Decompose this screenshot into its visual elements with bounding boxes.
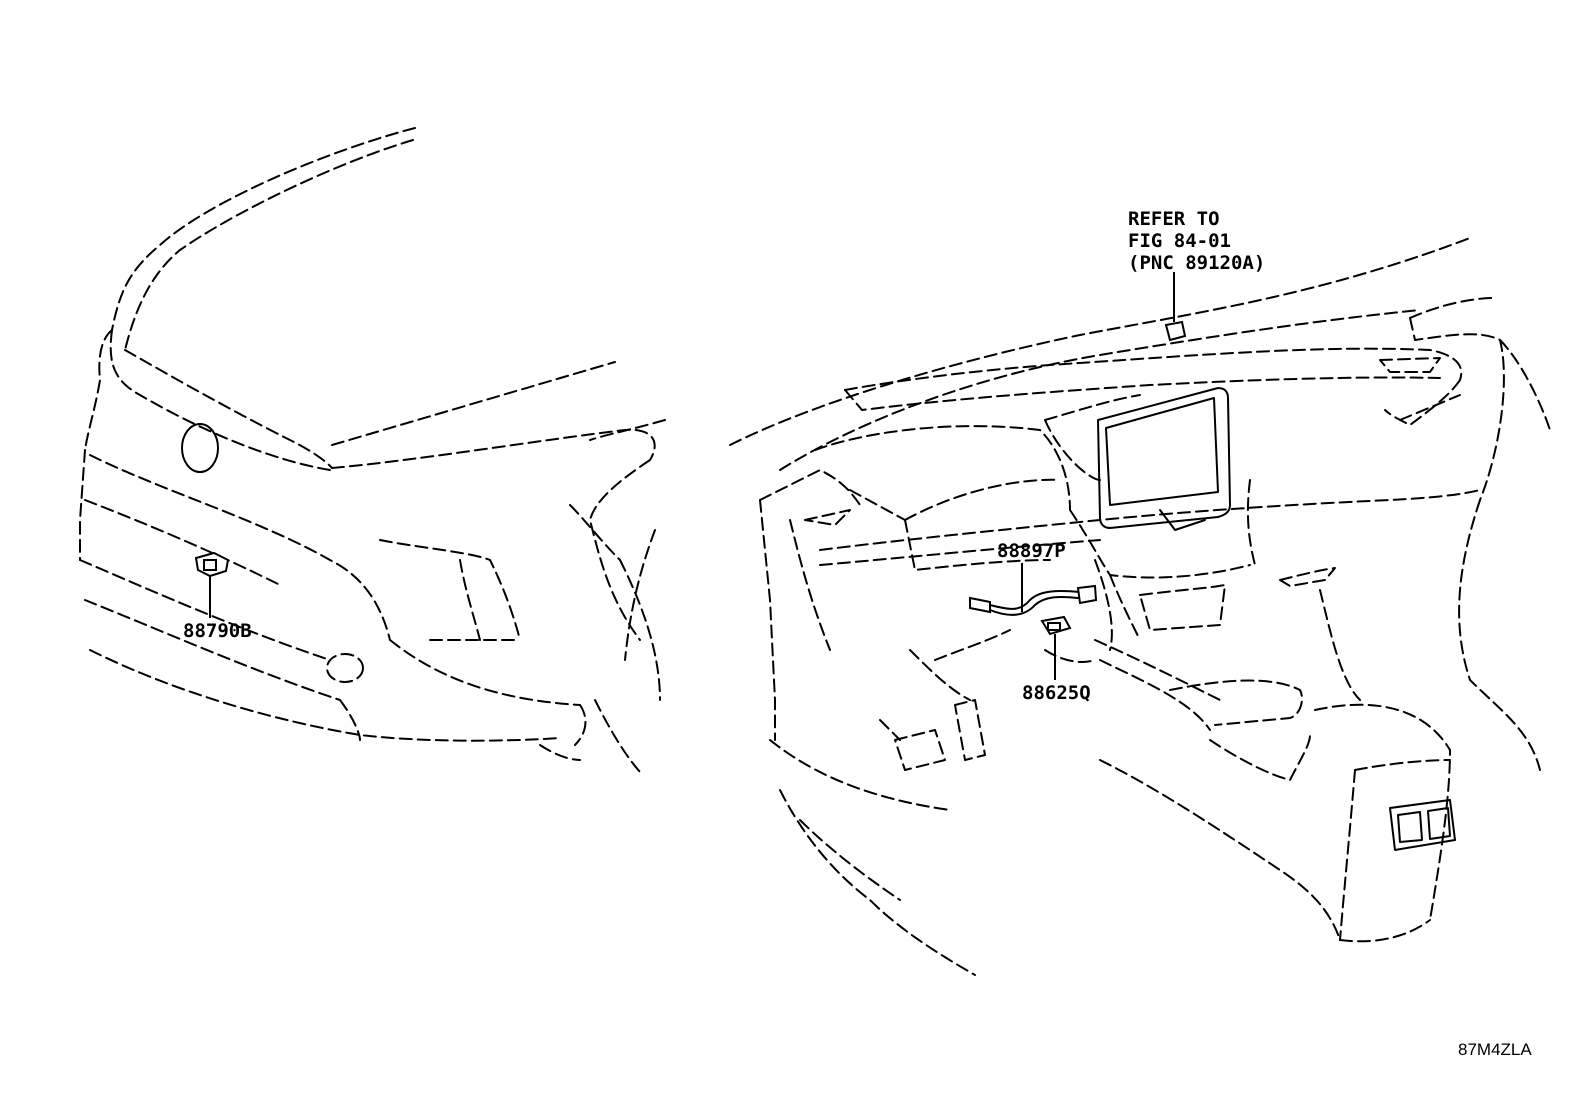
part-label-88790b: 88790B bbox=[183, 620, 252, 642]
front-vehicle-outline bbox=[79, 127, 666, 773]
bumper-sensor-part bbox=[194, 551, 230, 578]
reference-note-line-2: FIG 84-01 bbox=[1128, 230, 1231, 252]
illustration-code: 87M4ZLA bbox=[1458, 1040, 1532, 1059]
reference-note: REFER TO FIG 84-01 (PNC 89120A) bbox=[1128, 208, 1265, 274]
part-label-88897p: 88897P bbox=[997, 540, 1066, 562]
interior-outline bbox=[729, 237, 1551, 976]
reference-note-line-3: (PNC 89120A) bbox=[1128, 252, 1266, 274]
sensor-cable-part bbox=[969, 584, 1098, 616]
sensor-connector-part bbox=[1040, 615, 1072, 636]
part-label-88625q: 88625Q bbox=[1022, 682, 1091, 704]
reference-note-line-1: REFER TO bbox=[1128, 208, 1220, 230]
